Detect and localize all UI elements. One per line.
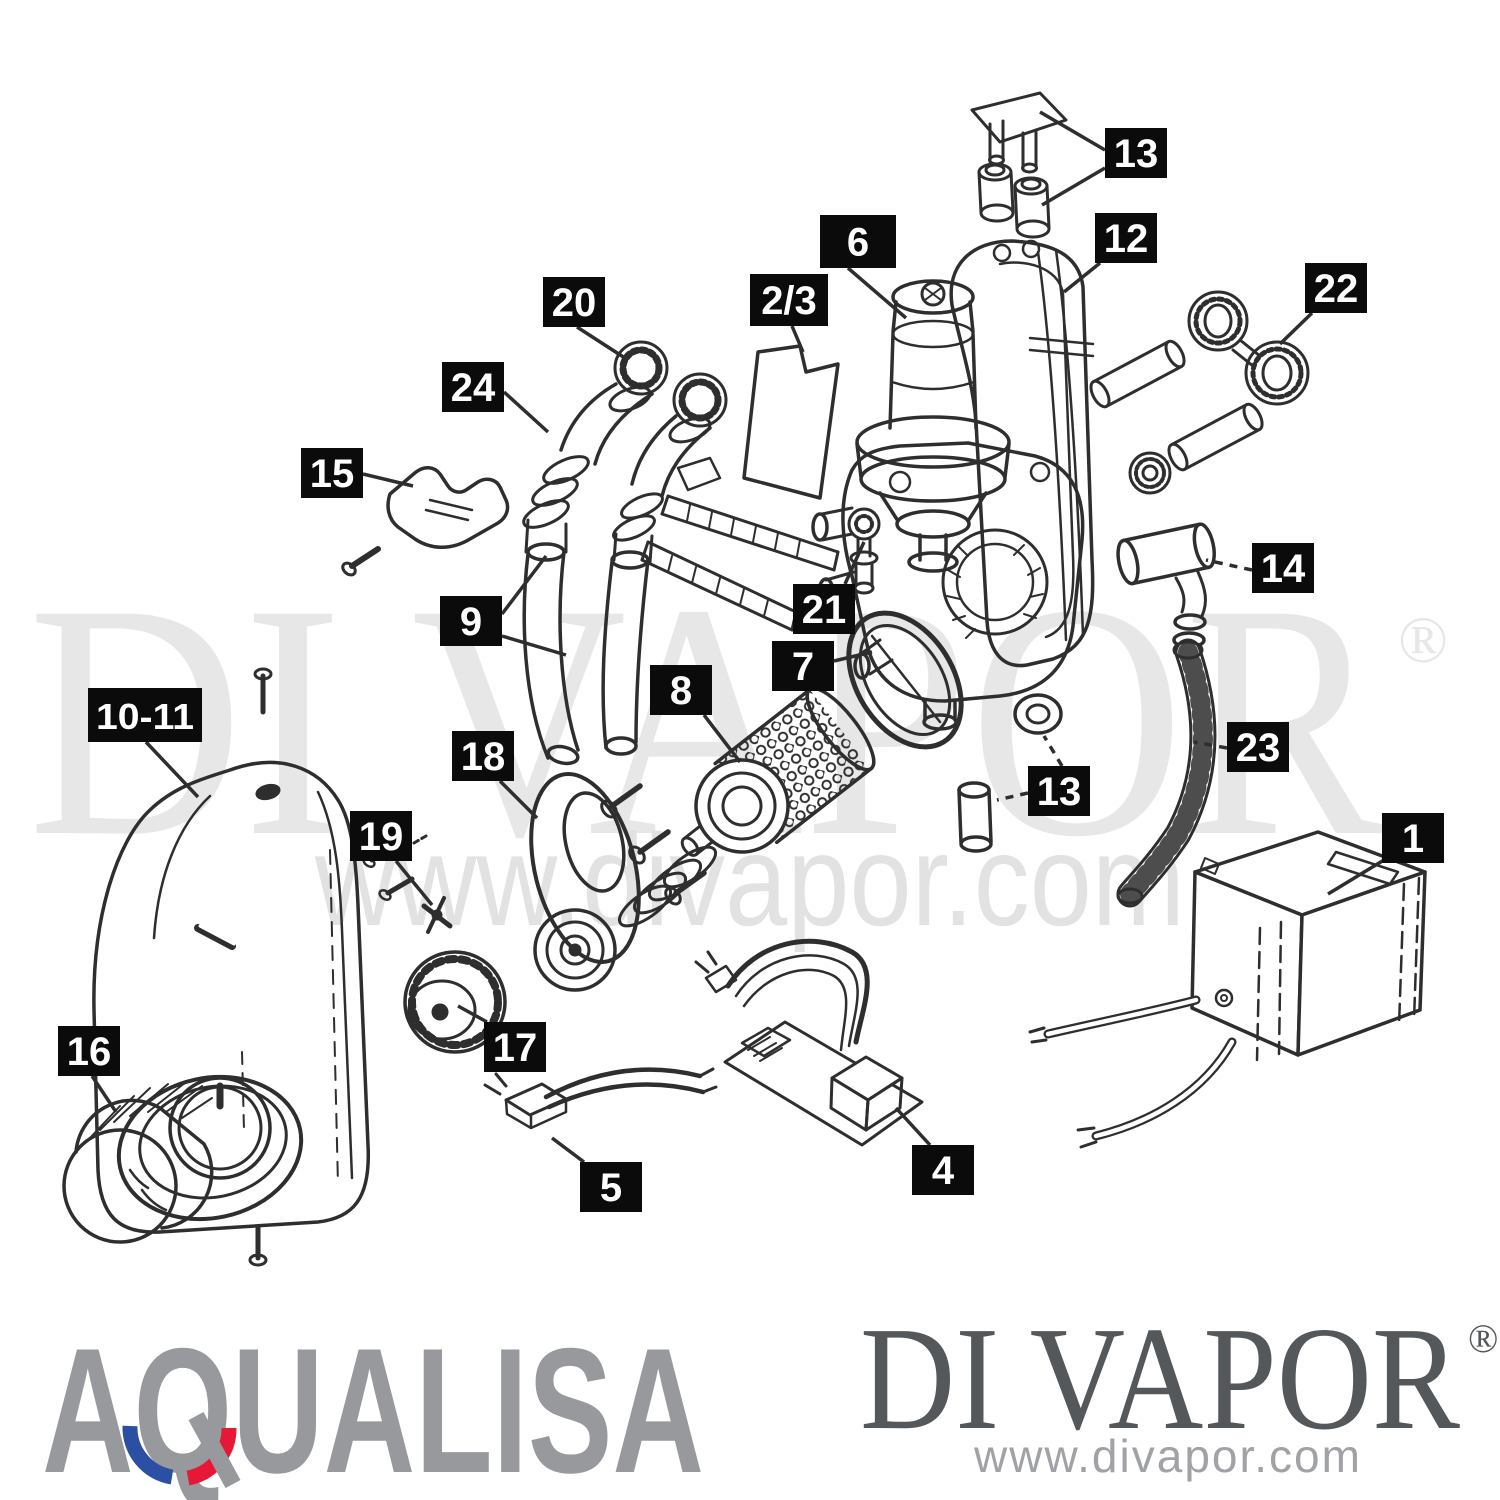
part-label-15: 15: [301, 448, 414, 498]
labels-layer: 13 12 22 6 2/3 20 24 15 9 21 7 8 14 23 13 1 10-11 18 19 16 1…: [58, 110, 1444, 1212]
part-label-13: 13: [1039, 110, 1167, 207]
divapor-logo-text: DI VAPOR: [860, 1297, 1460, 1461]
watermark-registered-icon: ®: [1398, 604, 1448, 677]
svg-text:18: 18: [461, 735, 506, 779]
part-oring-drawing: [846, 610, 964, 750]
svg-text:13: 13: [1114, 132, 1159, 176]
divapor-registered-icon: ®: [1468, 1316, 1498, 1361]
part-label-8: 8: [650, 665, 742, 764]
svg-text:6: 6: [847, 221, 869, 265]
part-label-22: 22: [1278, 263, 1367, 346]
aqualisa-logo-text: AQUALISA: [42, 1311, 704, 1500]
part-label-2-3: 2/3: [750, 274, 828, 353]
part-hoses-drawing: [522, 542, 650, 766]
part-inlet-elbows-drawing: [522, 340, 728, 564]
part-label-6: 6: [820, 215, 908, 320]
part-label-14: 14: [1205, 543, 1314, 593]
svg-text:14: 14: [1261, 547, 1306, 591]
svg-text:24: 24: [451, 366, 496, 410]
svg-text:21: 21: [802, 588, 847, 632]
part-label-17: 17: [457, 1004, 546, 1072]
part-filter-drawing: [600, 686, 876, 906]
svg-text:8: 8: [670, 669, 692, 713]
part-label-7: 7: [772, 641, 873, 691]
svg-text:16: 16: [67, 1030, 112, 1074]
svg-text:17: 17: [493, 1026, 538, 1070]
part-label-10-11: 10-11: [88, 688, 202, 799]
part-pins-drawing: [1089, 339, 1264, 495]
svg-text:15: 15: [310, 452, 355, 496]
part-label-13: 13: [996, 735, 1090, 816]
aqualisa-logo: AQUALISA: [42, 1311, 704, 1500]
svg-text:7: 7: [792, 645, 814, 689]
watermark: DI VAPOR ® www.divapor.com: [28, 535, 1448, 953]
part-label-1: 1: [1327, 813, 1444, 896]
svg-text:13: 13: [1037, 770, 1082, 814]
part-transformer-drawing: [1028, 830, 1427, 1149]
svg-text:4: 4: [932, 1149, 955, 1193]
part-corrugated-hose-drawing: [1116, 638, 1217, 908]
part-grommet-drawing: [957, 693, 1063, 853]
part-label-24: 24: [442, 362, 550, 434]
part-label-20: 20: [543, 277, 629, 362]
part-solenoid-drawing: [855, 279, 1011, 573]
part-microswitch-drawing: [483, 1067, 718, 1130]
part-label-5: 5: [550, 1136, 642, 1212]
part-label-9: 9: [440, 554, 567, 657]
aqualisa-q-tail: [188, 1411, 241, 1489]
svg-text:23: 23: [1236, 726, 1281, 770]
footer-branding: AQUALISA DI VAPOR ® www.divapor.com: [42, 1297, 1498, 1500]
part-trim-group-drawing: [362, 772, 718, 1054]
svg-text:2/3: 2/3: [761, 279, 817, 323]
aqualisa-swoosh-blue: [122, 1425, 174, 1485]
divapor-logo: DI VAPOR ® www.divapor.com: [860, 1297, 1498, 1482]
part-label-4: 4: [894, 1106, 974, 1195]
part-label-19: 19: [350, 811, 434, 907]
part-label-21: 21: [793, 541, 866, 634]
part-cover-plate-drawing: [742, 344, 840, 500]
part-knob-drawing: [62, 1081, 214, 1244]
svg-text:9: 9: [460, 600, 482, 644]
part-label-23: 23: [1193, 722, 1289, 772]
part-washer-link-drawing: [1187, 290, 1310, 406]
svg-text:22: 22: [1314, 267, 1359, 311]
exploded-diagram-drawing: [62, 91, 1427, 1267]
svg-text:19: 19: [359, 815, 404, 859]
part-clamp-bracket-drawing: [341, 466, 510, 577]
svg-text:12: 12: [1104, 217, 1149, 261]
svg-text:5: 5: [600, 1166, 622, 1210]
part-label-18: 18: [452, 731, 539, 820]
part-mounting-plate-drawing: [970, 91, 1068, 239]
part-front-cover-drawing: [92, 667, 371, 1267]
svg-text:20: 20: [552, 281, 597, 325]
part-label-16: 16: [58, 1026, 120, 1113]
svg-text:1: 1: [1402, 817, 1424, 861]
part-pcb-drawing: [694, 938, 924, 1147]
divapor-url-text: www.divapor.com: [973, 1430, 1362, 1482]
part-label-12: 12: [1062, 213, 1157, 294]
svg-text:10-11: 10-11: [96, 696, 194, 737]
